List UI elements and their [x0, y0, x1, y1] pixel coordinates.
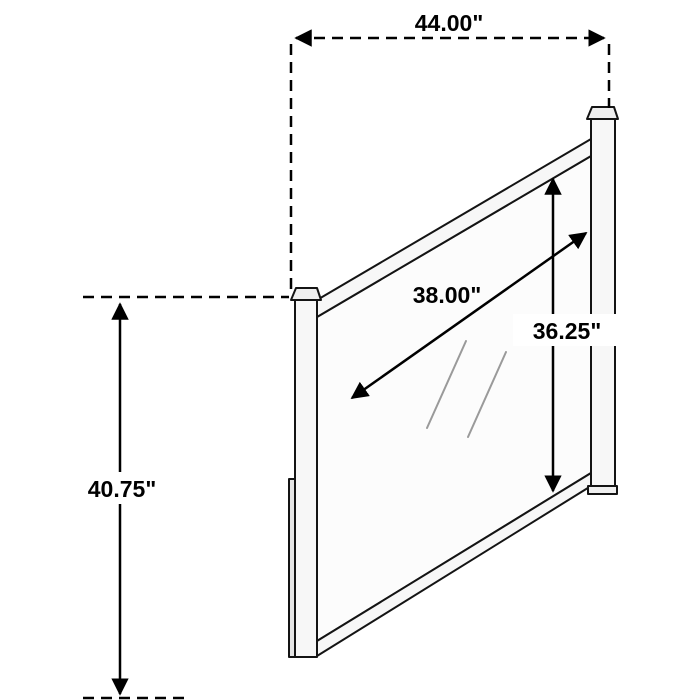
mirror-left-post: [294, 299, 318, 658]
mirror-height-label: 36.25": [533, 318, 601, 344]
mirror-right-post-cap: [586, 106, 619, 120]
mirror-width-label: 38.00": [413, 282, 481, 308]
overall-height-label: 40.75": [88, 476, 156, 502]
mirror-height-label-backer: [513, 314, 621, 346]
overall-width-label: 44.00": [415, 10, 483, 36]
mirror-left-post-cap: [290, 287, 322, 301]
mirror-right-post: [590, 118, 616, 487]
mirror-right-post-foot: [587, 485, 618, 495]
height-label-backer: [68, 472, 176, 504]
